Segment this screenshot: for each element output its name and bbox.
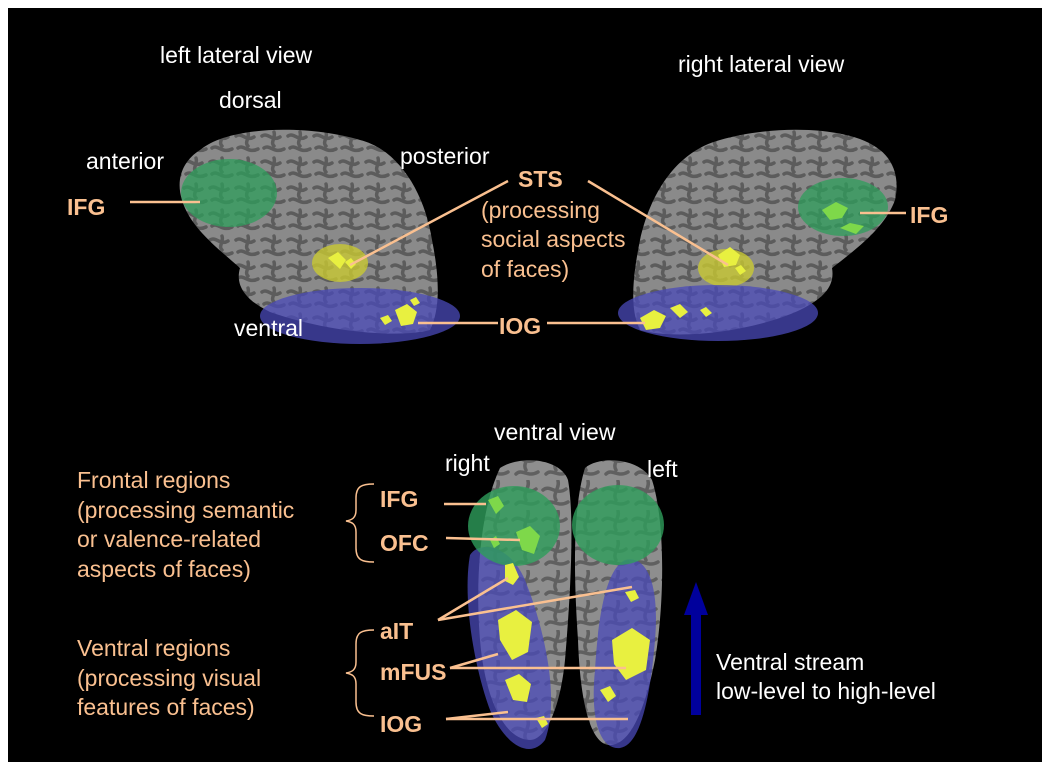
ventral-stream-arrow bbox=[684, 582, 708, 715]
posterior-label: posterior bbox=[400, 143, 489, 169]
left-hemisphere-label: left bbox=[647, 456, 678, 482]
right-lateral-brain bbox=[618, 130, 897, 341]
left-lateral-view-title: left lateral view bbox=[160, 42, 312, 68]
mfus-label: mFUS bbox=[380, 659, 446, 685]
ventral-view-title: ventral view bbox=[494, 419, 615, 445]
frontal-regions-text: Frontal regions (processing semantic or … bbox=[77, 466, 294, 584]
right-ventral-roi bbox=[618, 285, 818, 341]
ifg-left-label: IFG bbox=[67, 194, 105, 220]
ventral-stream-line1: Ventral stream bbox=[716, 649, 864, 675]
sts-desc-line3: of faces) bbox=[481, 256, 569, 282]
ventral-stream-line2: low-level to high-level bbox=[716, 678, 936, 704]
ifg-ventral-label: IFG bbox=[380, 486, 418, 512]
ventral-regions-text: Ventral regions (processing visual featu… bbox=[77, 634, 261, 723]
right-frontal-roi bbox=[468, 486, 560, 566]
left-ifg-roi bbox=[181, 159, 277, 227]
sts-desc-line1: (processing bbox=[481, 197, 600, 223]
ventral-view-brain bbox=[468, 460, 708, 749]
braces bbox=[346, 484, 374, 716]
frontal-brace bbox=[346, 484, 374, 562]
iog-ventral-label: IOG bbox=[380, 711, 422, 737]
iog-top-label: IOG bbox=[499, 313, 541, 339]
right-hemisphere-label: right bbox=[445, 450, 490, 476]
right-lateral-view-title: right lateral view bbox=[678, 51, 844, 77]
ofc-label: OFC bbox=[380, 530, 429, 556]
ventral-label: ventral bbox=[234, 315, 303, 341]
dorsal-label: dorsal bbox=[219, 87, 282, 113]
ifg-right-label: IFG bbox=[910, 202, 948, 228]
ventral-brace bbox=[346, 630, 374, 716]
left-frontal-roi bbox=[572, 485, 664, 565]
sts-label: STS bbox=[518, 166, 563, 192]
sts-desc-line2: social aspects bbox=[481, 226, 625, 252]
anterior-label: anterior bbox=[86, 148, 164, 174]
ait-label: aIT bbox=[380, 618, 413, 644]
